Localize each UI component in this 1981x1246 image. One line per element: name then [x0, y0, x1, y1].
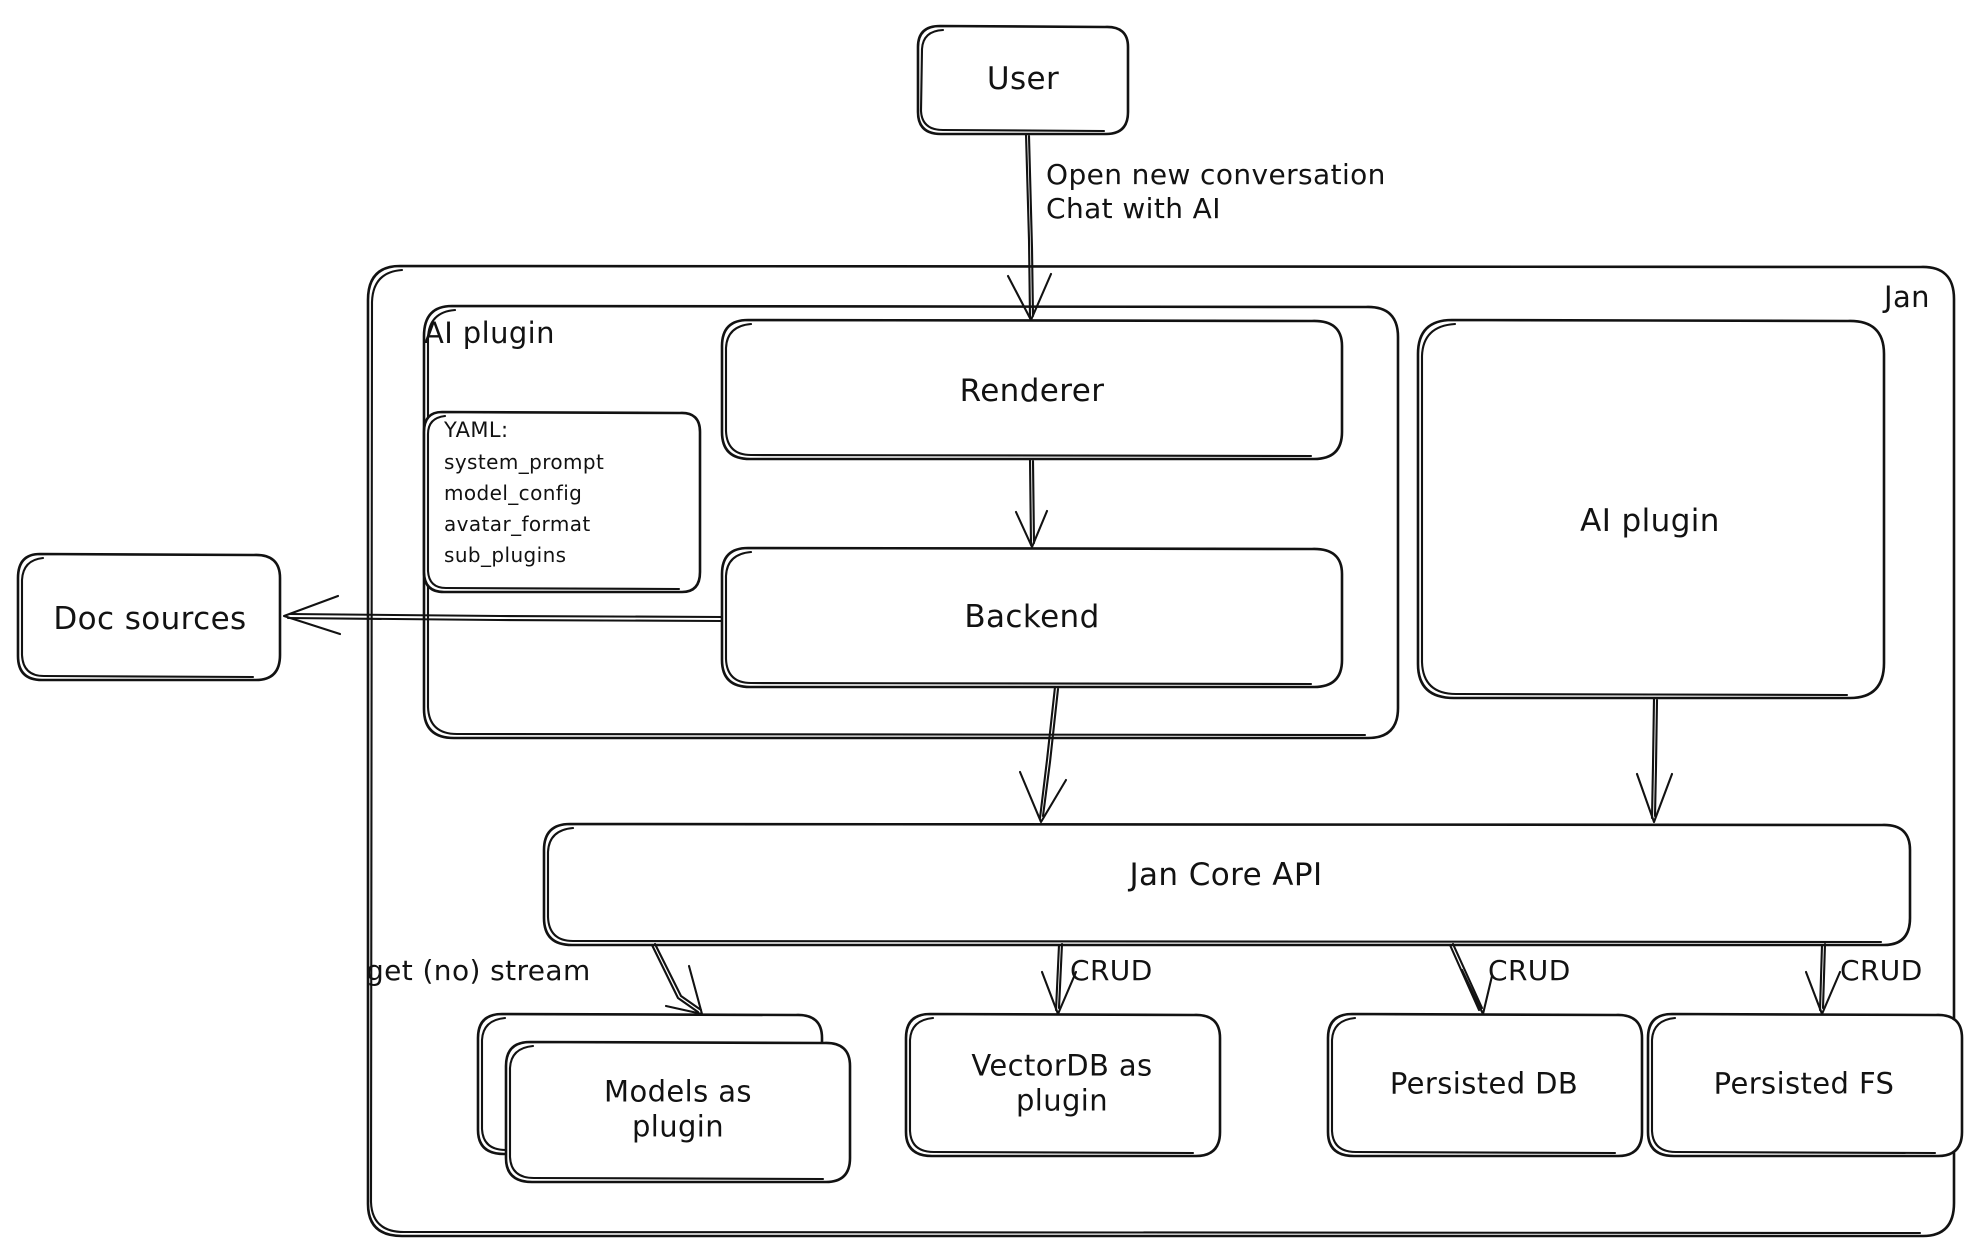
edge-core-to-vectordb	[1040, 942, 1078, 1016]
doc-sources-box-shape[interactable]	[16, 552, 282, 682]
backend-box-shape[interactable]	[720, 546, 1344, 689]
models-plugin-box-shape[interactable]	[504, 1040, 852, 1184]
edge-core-to-fs	[1804, 942, 1842, 1016]
edge-backend-to-core	[1018, 685, 1068, 824]
jan-core-api-box-shape[interactable]	[542, 822, 1912, 947]
edge-user-to-renderer	[1006, 132, 1053, 322]
jan-group-shape	[366, 264, 1956, 1238]
edge-core-to-models	[650, 942, 704, 1016]
ai-plugin-group-shape	[422, 304, 1400, 740]
renderer-box-shape[interactable]	[720, 318, 1344, 461]
persisted-fs-box-shape[interactable]	[1646, 1012, 1964, 1158]
yaml-card-shape	[422, 410, 702, 594]
edge-renderer-to-backend	[1014, 457, 1049, 549]
edge-aiplugin-to-core	[1635, 696, 1674, 824]
edge-backend-to-doc-sources	[282, 594, 724, 636]
user-box-shape[interactable]	[916, 24, 1130, 136]
ai-plugin-box-shape[interactable]	[1416, 318, 1886, 700]
persisted-db-box-shape[interactable]	[1326, 1012, 1644, 1158]
vectordb-plugin-box-shape[interactable]	[904, 1012, 1222, 1158]
edge-core-to-db	[1448, 942, 1494, 1016]
